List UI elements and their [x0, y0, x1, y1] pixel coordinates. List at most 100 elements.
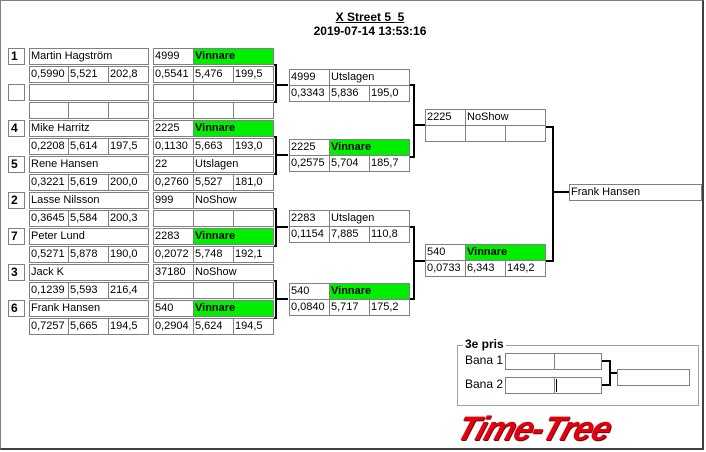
elapsed-time: 5,878 — [68, 246, 109, 263]
car-number[interactable]: 540 — [425, 244, 466, 261]
bracket-line — [413, 84, 415, 158]
bracket-line — [276, 298, 288, 300]
driver-name[interactable]: Jack K — [29, 264, 149, 281]
status-badge: NoShow — [465, 109, 546, 126]
driver-name[interactable]: Martin Hagström — [29, 48, 149, 65]
car-number[interactable]: 540 — [153, 300, 194, 317]
run-elapsed-time: 5,748 — [193, 246, 234, 263]
lane2-field-b[interactable] — [554, 377, 602, 394]
driver-name[interactable]: Frank Hansen — [29, 300, 149, 317]
run-reaction-time: 0,5541 — [153, 66, 194, 83]
elapsed-time: 5,584 — [68, 210, 109, 227]
car-number[interactable] — [153, 84, 194, 101]
speed: 190,0 — [108, 246, 149, 263]
status-badge: Vinnare — [193, 120, 274, 137]
car-number[interactable]: 2225 — [153, 120, 194, 137]
reaction-time: 0,7257 — [29, 318, 69, 335]
run-speed: 194,5 — [233, 318, 274, 335]
status-badge: Vinnare — [193, 300, 274, 317]
bracket-line — [276, 154, 288, 156]
seed-number: 7 — [8, 228, 25, 245]
bracket-line — [410, 156, 415, 158]
status-badge: Utslagen — [329, 69, 410, 86]
driver-name[interactable]: Peter Lund — [29, 228, 149, 245]
run-reaction-time: 0,2072 — [153, 246, 194, 263]
elapsed-time: 5,717 — [329, 299, 370, 316]
car-number[interactable]: 2283 — [289, 210, 330, 227]
elapsed-time: 5,704 — [329, 155, 370, 172]
event-title: X Street 5_5 — [335, 10, 405, 24]
car-number[interactable]: 2283 — [153, 228, 194, 245]
lane1-field-a[interactable] — [505, 353, 555, 370]
speed: 185,7 — [369, 155, 410, 172]
status-badge — [193, 84, 274, 101]
seed-number: 3 — [8, 264, 25, 281]
reaction-time: 0,3343 — [289, 85, 330, 102]
status-badge: Vinnare — [329, 139, 410, 156]
run-speed — [233, 282, 274, 299]
bracket-line — [546, 260, 553, 262]
reaction-time: 0,3221 — [29, 174, 69, 191]
bracket-line — [414, 260, 425, 262]
status-badge: Vinnare — [465, 244, 546, 261]
seed-number: 5 — [8, 156, 25, 173]
reaction-time: 0,1239 — [29, 282, 69, 299]
bracket-line — [602, 384, 611, 386]
reaction-time: 0,0840 — [289, 299, 330, 316]
third-place-result[interactable] — [617, 369, 690, 386]
reaction-time — [29, 102, 69, 119]
run-reaction-time — [153, 210, 194, 227]
speed: 194,5 — [108, 318, 149, 335]
third-place-group — [457, 345, 699, 406]
third-place-title: 3e pris — [463, 337, 506, 351]
driver-name[interactable]: Rene Hansen — [29, 156, 149, 173]
elapsed-time: 7,885 — [329, 226, 370, 243]
lane2-label: Bana 2 — [465, 377, 504, 391]
car-number[interactable]: 22 — [153, 156, 194, 173]
car-number[interactable]: 4999 — [289, 69, 330, 86]
elapsed-time: 5,521 — [68, 66, 109, 83]
bracket-line — [552, 126, 554, 262]
seed-number: 1 — [8, 48, 25, 65]
run-reaction-time: 0,2760 — [153, 174, 194, 191]
driver-name[interactable]: Mike Harritz — [29, 120, 149, 137]
bracket-line — [414, 124, 425, 126]
speed: 195,0 — [369, 85, 410, 102]
status-badge: NoShow — [193, 192, 274, 209]
run-elapsed-time: 5,624 — [193, 318, 234, 335]
elapsed-time: 6,343 — [465, 260, 506, 277]
car-number[interactable]: 37180 — [153, 264, 194, 281]
driver-name[interactable]: Lasse Nilsson — [29, 192, 149, 209]
run-speed: 192,1 — [233, 246, 274, 263]
status-badge: Vinnare — [329, 283, 410, 300]
car-number[interactable]: 2225 — [289, 139, 330, 156]
car-number[interactable]: 4999 — [153, 48, 194, 65]
bracket-line — [602, 360, 611, 362]
run-elapsed-time — [193, 102, 234, 119]
run-elapsed-time: 5,476 — [193, 66, 234, 83]
lane2-field-a[interactable] — [505, 377, 555, 394]
speed: 200,0 — [108, 174, 149, 191]
reaction-time: 0,3645 — [29, 210, 69, 227]
reaction-time — [425, 125, 466, 142]
speed: 149,2 — [505, 260, 546, 277]
car-number[interactable]: 999 — [153, 192, 194, 209]
status-badge: NoShow — [193, 264, 274, 281]
reaction-time: 0,5271 — [29, 246, 69, 263]
bracket-line — [276, 226, 288, 228]
speed: 216,4 — [108, 282, 149, 299]
bracket-line — [410, 226, 415, 228]
run-reaction-time — [153, 282, 194, 299]
seed-number: 4 — [8, 120, 25, 137]
run-speed — [233, 210, 274, 227]
run-reaction-time — [153, 102, 194, 119]
speed: 200,3 — [108, 210, 149, 227]
speed — [108, 102, 149, 119]
lane1-field-b[interactable] — [554, 353, 602, 370]
bracket-line — [410, 84, 415, 86]
car-number[interactable]: 540 — [289, 283, 330, 300]
car-number[interactable]: 2225 — [425, 109, 466, 126]
driver-name[interactable] — [29, 84, 149, 101]
champion-name[interactable]: Frank Hansen — [569, 184, 702, 201]
elapsed-time: 5,665 — [68, 318, 109, 335]
